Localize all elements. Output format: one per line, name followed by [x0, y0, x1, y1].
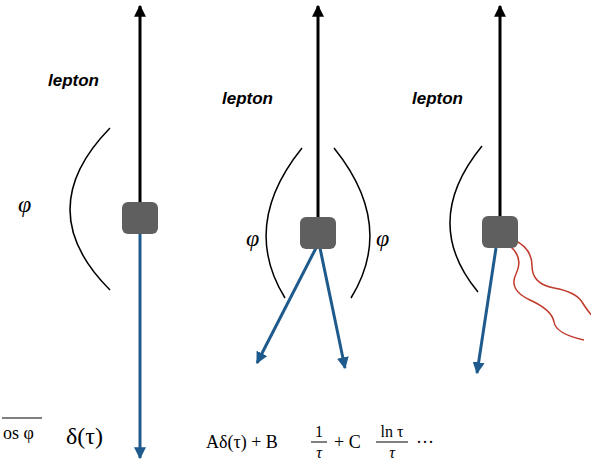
- fraction-bar: [311, 442, 327, 443]
- fraction-bar: [2, 418, 42, 419]
- vertex-blob: [300, 217, 336, 249]
- particle-label: lepton: [48, 72, 99, 89]
- fraction-bar: [376, 442, 408, 443]
- lepton-line: [317, 6, 320, 230]
- angle-arc: [266, 148, 302, 298]
- formula-text: 1: [315, 424, 323, 440]
- formula-text: Aδ(τ) + B: [206, 433, 278, 451]
- formula-text: + C: [334, 433, 361, 451]
- jet-line: [139, 232, 142, 458]
- angle-arc: [450, 146, 482, 292]
- jet-line: [320, 248, 345, 368]
- radiation-line: [514, 240, 591, 330]
- formula-text: ···: [416, 433, 434, 451]
- jet-line: [257, 248, 316, 363]
- formula-text: ln τ: [381, 424, 404, 440]
- formula-text: τ: [316, 445, 322, 461]
- angle-label: φ: [376, 226, 389, 250]
- angle-label: φ: [18, 192, 31, 216]
- vertex-blob: [122, 202, 158, 234]
- particle-label: lepton: [412, 90, 463, 107]
- angle-arc: [334, 148, 370, 298]
- lepton-line: [499, 6, 502, 230]
- particle-label: lepton: [222, 90, 273, 107]
- angle-label: φ: [246, 226, 259, 250]
- angle-arc: [70, 128, 110, 290]
- formula-text: os φ: [3, 424, 34, 442]
- jet-line: [477, 248, 496, 373]
- lepton-line: [139, 6, 142, 215]
- radiation-line: [510, 246, 584, 340]
- formula-text: τ: [389, 445, 395, 461]
- vertex-blob: [482, 216, 518, 248]
- formula-text: δ(τ): [66, 424, 103, 448]
